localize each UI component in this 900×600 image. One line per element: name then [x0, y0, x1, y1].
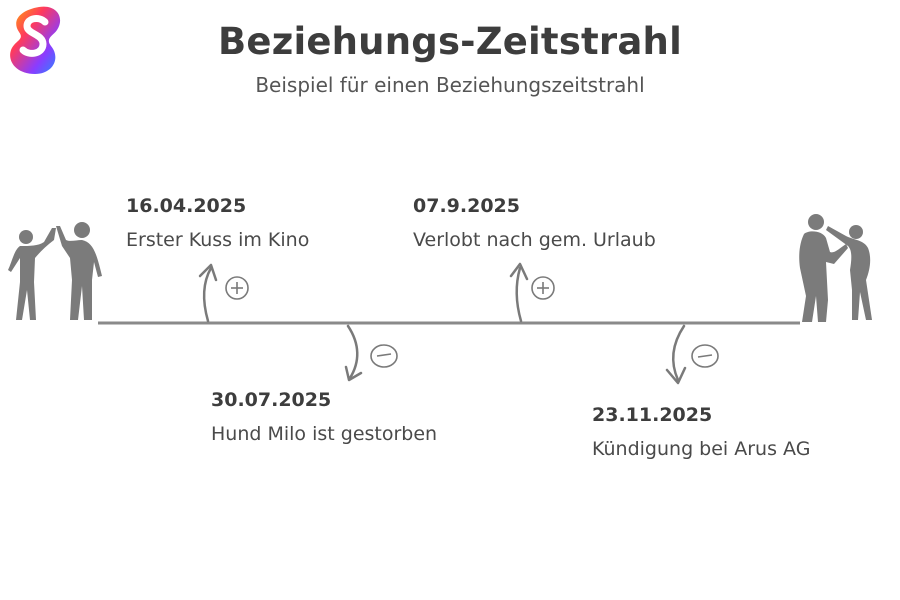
event-date: 16.04.2025 [126, 195, 247, 217]
event-text: Hund Milo ist gestorben [211, 423, 438, 445]
plus-circle-icon [225, 276, 249, 300]
minus-circle-icon [691, 344, 719, 368]
page-subtitle: Beispiel für einen Beziehungszeitstrahl [255, 73, 645, 97]
positive-arrow-2 [509, 262, 529, 323]
page-title: Beziehungs-Zeitstrahl [218, 20, 682, 63]
event-date: 30.07.2025 [211, 389, 332, 411]
positive-arrow-1 [198, 263, 218, 323]
event-text: Kündigung bei Arus AG [592, 438, 811, 460]
plus-circle-icon [531, 276, 555, 300]
event-item: 16.04.2025 Erster Kuss im Kino [126, 193, 309, 253]
negative-arrow-2 [665, 324, 687, 385]
event-text: Erster Kuss im Kino [126, 229, 310, 251]
arguing-couple-silhouette [799, 214, 872, 322]
event-text: Verlobt nach gem. Urlaub [413, 229, 656, 251]
brand-logo [10, 6, 61, 75]
happy-couple-silhouette [8, 222, 102, 320]
event-item: 07.9.2025 Verlobt nach gem. Urlaub [413, 193, 656, 253]
event-date: 07.9.2025 [413, 195, 520, 217]
event-item: 30.07.2025 Hund Milo ist gestorben [211, 387, 437, 447]
minus-circle-icon [370, 344, 398, 368]
negative-arrow-1 [344, 324, 363, 382]
event-item: 23.11.2025 Kündigung bei Arus AG [592, 402, 810, 462]
event-date: 23.11.2025 [592, 404, 713, 426]
